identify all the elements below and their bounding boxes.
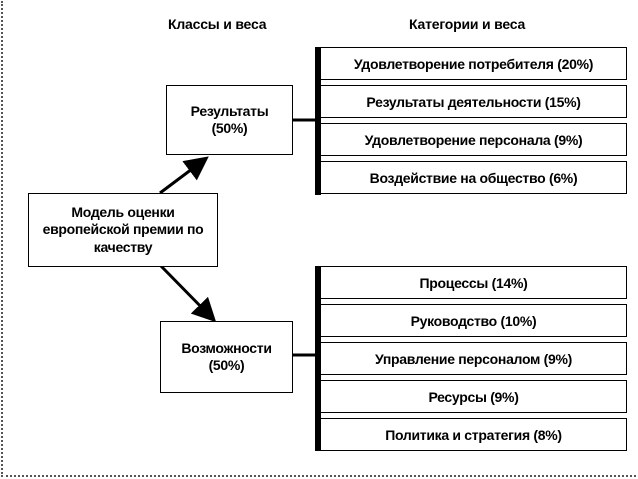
enablers-category-bracket — [315, 266, 321, 451]
enablers-label: Возможности — [181, 339, 272, 356]
header-categories: Категории и веса — [409, 16, 526, 32]
enablers-category: Политика и стратегия (8%) — [320, 418, 627, 451]
enablers-category: Управление персоналом (9%) — [320, 342, 627, 375]
arrow-to-results — [159, 156, 209, 195]
arrow-to-enablers — [158, 263, 217, 323]
enablers-category: Руководство (10%) — [320, 304, 627, 337]
results-category: Удовлетворение потребителя (20%) — [320, 47, 627, 80]
results-category: Воздействие на общество (6%) — [320, 161, 627, 194]
results-box: Результаты (50%) — [166, 85, 293, 155]
model-box: Модель оценки европейской премии по каче… — [28, 193, 218, 267]
enablers-weight: (50%) — [208, 357, 245, 373]
results-category: Удовлетворение персонала (9%) — [320, 123, 627, 156]
enablers-category: Процессы (14%) — [320, 266, 627, 299]
enablers-category: Ресурсы (9%) — [320, 380, 627, 413]
results-weight: (50%) — [211, 120, 248, 136]
header-classes: Классы и веса — [168, 16, 267, 32]
results-category: Результаты деятельности (15%) — [320, 85, 627, 118]
enablers-box: Возможности (50%) — [160, 321, 293, 393]
results-label: Результаты — [190, 102, 269, 119]
model-label: Модель оценки европейской премии по каче… — [42, 203, 204, 255]
results-category-bracket — [315, 47, 321, 195]
